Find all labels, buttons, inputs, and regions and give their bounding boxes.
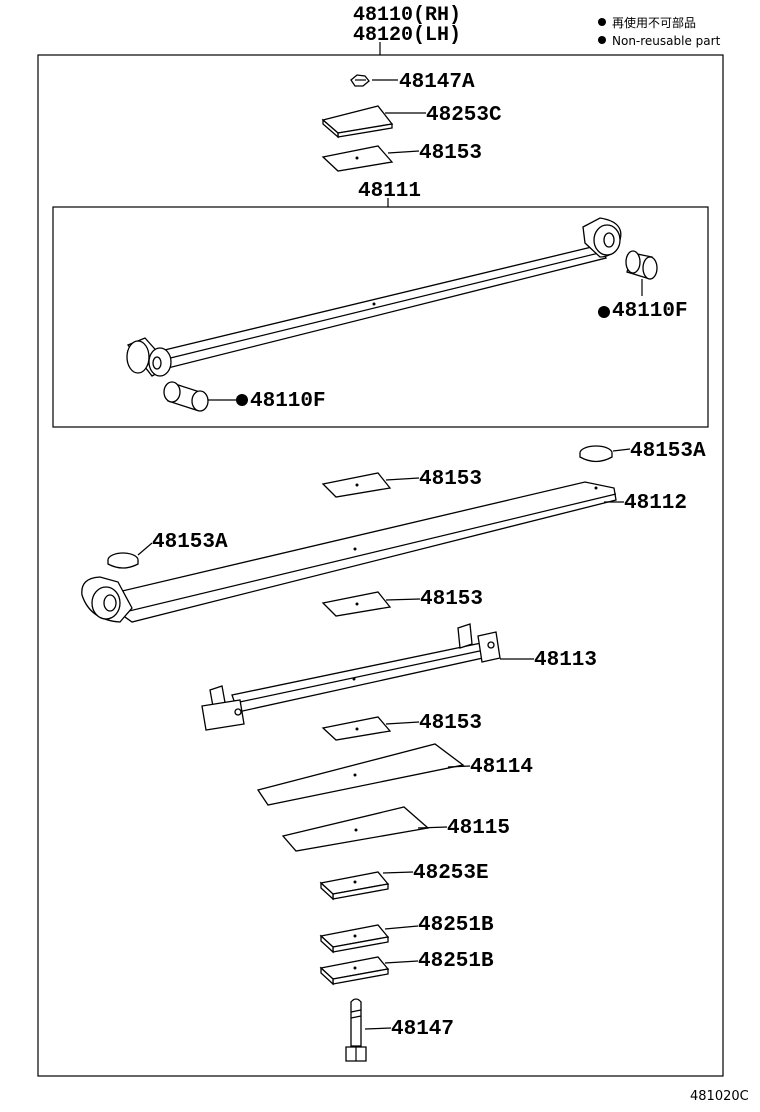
leaf-3-part (201, 623, 501, 731)
seat-e-part (319, 871, 390, 901)
legend-dot (598, 18, 606, 26)
non-reusable-marker-left (236, 394, 248, 406)
clip-2-label: 48153 (419, 468, 482, 491)
clip-2-leader (385, 477, 420, 481)
bushing-right-part (625, 250, 658, 280)
spacer-1-label: 48251B (418, 914, 494, 937)
assembly-frame (37, 54, 724, 1077)
sub-assembly-label: 48111 (358, 180, 421, 203)
leaf-5-leader (417, 826, 448, 829)
legend-jp: 再使用不可部品 (612, 15, 696, 30)
cap-left-label: 48153A (152, 531, 228, 554)
bolt-part (345, 998, 367, 1062)
assembly-number-rh: 48110(RH) (353, 4, 461, 27)
legend-en: Non-reusable part (612, 34, 721, 48)
clip-3-label: 48153 (420, 588, 483, 611)
main-leaf-part (126, 217, 622, 377)
bushing-right-label: 48110F (612, 300, 688, 323)
cap-left-leader (137, 542, 153, 556)
leaf-3-label: 48113 (534, 649, 597, 672)
bushing-left-label: 48110F (250, 390, 326, 413)
spacer-1-part (319, 924, 390, 954)
legend-dot-en (598, 36, 606, 44)
leaf-5-part (281, 806, 430, 852)
clip-3-leader (385, 598, 421, 601)
spacer-2-label: 48251B (418, 950, 494, 973)
clip-top-label: 48153 (419, 142, 482, 165)
nut-part (350, 74, 370, 87)
seat-e-label: 48253E (413, 862, 489, 885)
clip-top-leader (387, 150, 420, 154)
cap-right-label: 48153A (630, 440, 706, 463)
leaf-2-part (81, 481, 617, 623)
clip-4-leader (385, 721, 420, 725)
spacer-2-leader (384, 960, 419, 964)
leaf-4-part (256, 743, 465, 806)
nut-label: 48147A (399, 71, 475, 94)
seat-e-leader (382, 871, 414, 874)
seat-top-part (321, 105, 394, 139)
leaf-2-label: 48112 (624, 492, 687, 515)
spacer-2-part (319, 956, 390, 986)
bolt-label: 48147 (391, 1018, 454, 1041)
cap-right-leader (612, 448, 631, 452)
clip-3-part (321, 591, 392, 617)
clip-4-label: 48153 (419, 712, 482, 735)
assembly-number-lh: 48120(LH) (353, 24, 461, 47)
seat-top-label: 48253C (426, 104, 502, 127)
cap-right-part (579, 445, 613, 463)
leaf-4-leader (447, 765, 471, 768)
bolt-leader (364, 1027, 392, 1030)
cap-left-part (107, 552, 139, 569)
sub-assembly-frame (52, 206, 709, 428)
clip-4-part (321, 716, 392, 741)
clip-2-part (321, 472, 392, 498)
clip-top-part (321, 145, 394, 172)
bushing-left-part (163, 381, 209, 412)
leaf-4-label: 48114 (470, 756, 533, 779)
leaf-5-label: 48115 (447, 817, 510, 840)
spacer-1-leader (384, 925, 419, 930)
non-reusable-marker-right (598, 306, 610, 318)
diagram-code: 481020C (690, 1089, 749, 1104)
